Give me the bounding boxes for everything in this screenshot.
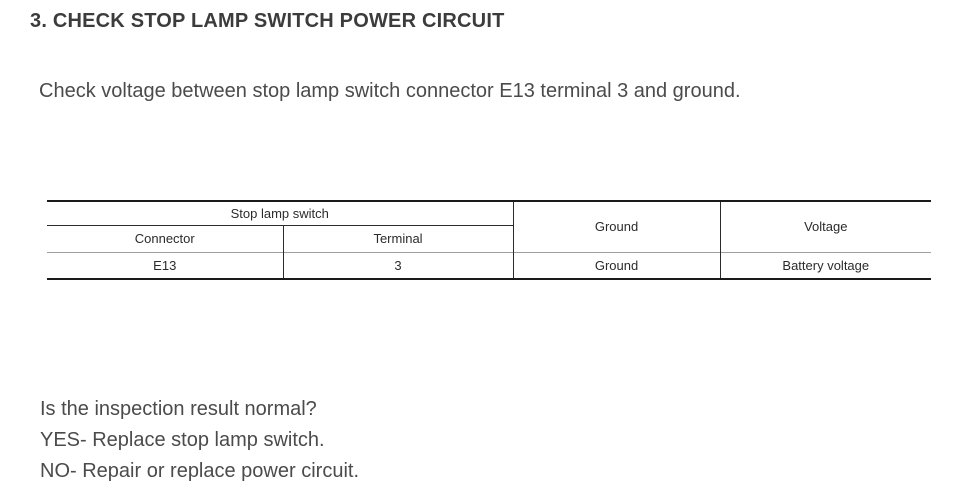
table-header-group-row: Stop lamp switch Ground Voltage xyxy=(47,201,931,252)
result-yes-action: YES- Replace stop lamp switch. xyxy=(40,429,325,451)
table-row: E13 3 Ground Battery voltage xyxy=(47,251,932,279)
voltage-check-table: Stop lamp switch Ground Voltage Connecto… xyxy=(47,200,932,280)
table-header-connector: Connector xyxy=(47,225,284,252)
table-header-terminal: Terminal xyxy=(283,225,514,252)
instruction-text: Check voltage between stop lamp switch c… xyxy=(39,80,741,102)
result-no-action: NO- Repair or replace power circuit. xyxy=(40,460,359,482)
table-header-ground: Ground xyxy=(513,201,721,252)
inspection-result-block: Is the inspection result normal? YES- Re… xyxy=(40,394,359,487)
cell-ground-value: Ground xyxy=(513,251,721,279)
step-heading: 3. CHECK STOP LAMP SWITCH POWER CIRCUIT xyxy=(30,10,505,32)
table-header-stop-lamp-switch: Stop lamp switch xyxy=(47,201,514,226)
cell-connector-value: E13 xyxy=(47,251,284,279)
table-header-voltage: Voltage xyxy=(804,219,848,235)
cell-voltage-value: Battery voltage xyxy=(720,251,932,279)
table-subheader-row: Connector Terminal xyxy=(47,225,931,252)
inspection-question: Is the inspection result normal? xyxy=(40,398,317,420)
cell-terminal-value: 3 xyxy=(283,251,514,279)
